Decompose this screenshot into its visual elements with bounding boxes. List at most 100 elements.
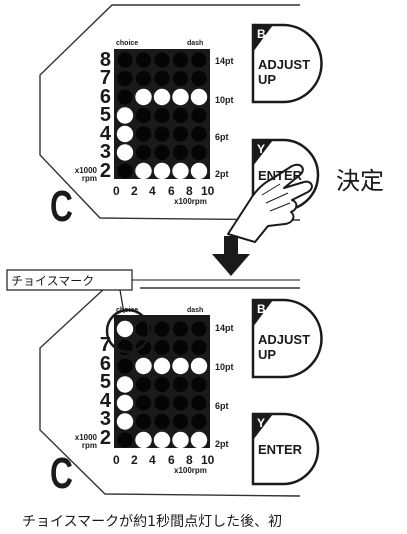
pt-label-2: 2pt: [215, 169, 229, 179]
led-on: [116, 413, 134, 430]
led-on: [135, 162, 152, 180]
led-off: [154, 70, 170, 87]
led-on: [116, 144, 134, 161]
up-label-top: UP: [258, 72, 277, 87]
led-on: [153, 88, 171, 106]
y-unit-top: x1000: [74, 166, 97, 175]
led-off: [172, 126, 189, 142]
led-on: [172, 88, 189, 106]
row-label-3-bottom: 3: [99, 408, 111, 430]
dash-label-bottom: dash: [187, 307, 204, 314]
row-label-6: 6: [99, 86, 111, 108]
led-on: [116, 107, 134, 124]
led-on: [190, 357, 208, 375]
panel-outline-top: [39, 4, 301, 221]
x-tick-2: 2: [131, 184, 138, 198]
led-off: [172, 339, 189, 356]
row-label-8: 8: [99, 49, 111, 71]
pt-label-2-bottom: 2pt: [215, 439, 229, 449]
led-off: [117, 358, 133, 374]
choice-mark-callout-label: チョイスマーク: [11, 274, 95, 288]
led-off: [172, 52, 189, 68]
row-label-5: 5: [99, 104, 111, 126]
led-on: [135, 88, 152, 106]
led-off: [117, 52, 133, 68]
led-off: [172, 107, 189, 124]
led-on: [172, 357, 189, 375]
led-off: [135, 395, 152, 411]
led-off: [117, 89, 133, 105]
led-on: [153, 357, 171, 375]
b-letter-bottom: B: [257, 302, 266, 316]
b-letter-top: B: [257, 27, 266, 41]
led-off: [191, 376, 207, 393]
x-tick-4-bottom: 4: [149, 453, 156, 467]
led-off: [172, 376, 189, 393]
led-off: [135, 413, 152, 430]
led-grid-top: [116, 52, 208, 180]
led-on: [190, 431, 208, 449]
x-tick-6: 6: [168, 184, 175, 198]
y-unit-bottom-bottom: rpm: [81, 441, 97, 450]
enter-button-top-tab: [253, 140, 273, 166]
pt-label-6-bottom: 6pt: [215, 401, 229, 411]
x-tick-6-bottom: 6: [168, 453, 175, 467]
pt-label-10: 10pt: [215, 95, 234, 105]
row-label-7: 7: [99, 67, 111, 89]
pressing-hand-icon: [227, 163, 313, 243]
x-tick-8: 8: [186, 184, 193, 198]
adjust-up-button-top[interactable]: [251, 23, 323, 104]
choice-label-bottom: choice: [116, 307, 139, 314]
led-on: [153, 431, 171, 449]
led-off: [154, 395, 170, 411]
led-off: [135, 376, 152, 393]
led-on: [190, 162, 208, 180]
enter-button-bottom[interactable]: [251, 412, 320, 486]
led-on: [172, 431, 189, 449]
x-tick-10: 10: [201, 184, 215, 198]
led-on: [116, 394, 134, 412]
led-off: [191, 413, 207, 430]
led-off: [172, 144, 189, 161]
x-unit-bottom: x100rpm: [174, 466, 207, 475]
adjust-up-button-bottom[interactable]: [251, 298, 323, 379]
row-label-7-bottom: 7: [99, 334, 111, 356]
enter-label-top: ENTER: [258, 168, 303, 183]
y-unit-bottom: rpm: [81, 174, 97, 183]
row-label-5-bottom: 5: [99, 371, 111, 393]
x-tick-0-bottom: 0: [113, 453, 120, 467]
x-unit-top: x100rpm: [174, 197, 207, 206]
led-off: [154, 107, 170, 124]
x-tick-2-bottom: 2: [131, 453, 138, 467]
x-tick-4: 4: [149, 184, 156, 198]
c-letter-bottom: C: [50, 449, 73, 498]
led-off: [135, 52, 152, 68]
led-off: [172, 413, 189, 430]
up-label-bottom: UP: [258, 347, 277, 362]
led-off: [117, 70, 133, 87]
dash-label-top: dash: [187, 40, 204, 47]
led-off: [191, 144, 207, 161]
led-off: [172, 321, 189, 337]
down-arrow-icon: [212, 236, 250, 276]
pt-label-14-bottom: 14pt: [215, 323, 234, 333]
y-unit-top-bottom: x1000: [74, 433, 97, 442]
row-label-2-bottom: 2: [99, 427, 111, 449]
led-off: [191, 52, 207, 68]
led-off: [154, 339, 170, 356]
row-label-4: 4: [99, 123, 111, 145]
adjust-label-top: ADJUST: [258, 57, 311, 72]
led-off: [172, 395, 189, 411]
led-off: [191, 395, 207, 411]
led-off: [117, 432, 133, 448]
row-label-4-bottom: 4: [99, 390, 111, 412]
led-off: [135, 70, 152, 87]
led-off: [135, 126, 152, 142]
led-off: [154, 126, 170, 142]
led-off: [191, 126, 207, 142]
y-letter-top: Y: [257, 142, 266, 156]
led-off: [154, 144, 170, 161]
panel-outline-bottom: [39, 287, 301, 497]
led-off: [154, 321, 170, 337]
